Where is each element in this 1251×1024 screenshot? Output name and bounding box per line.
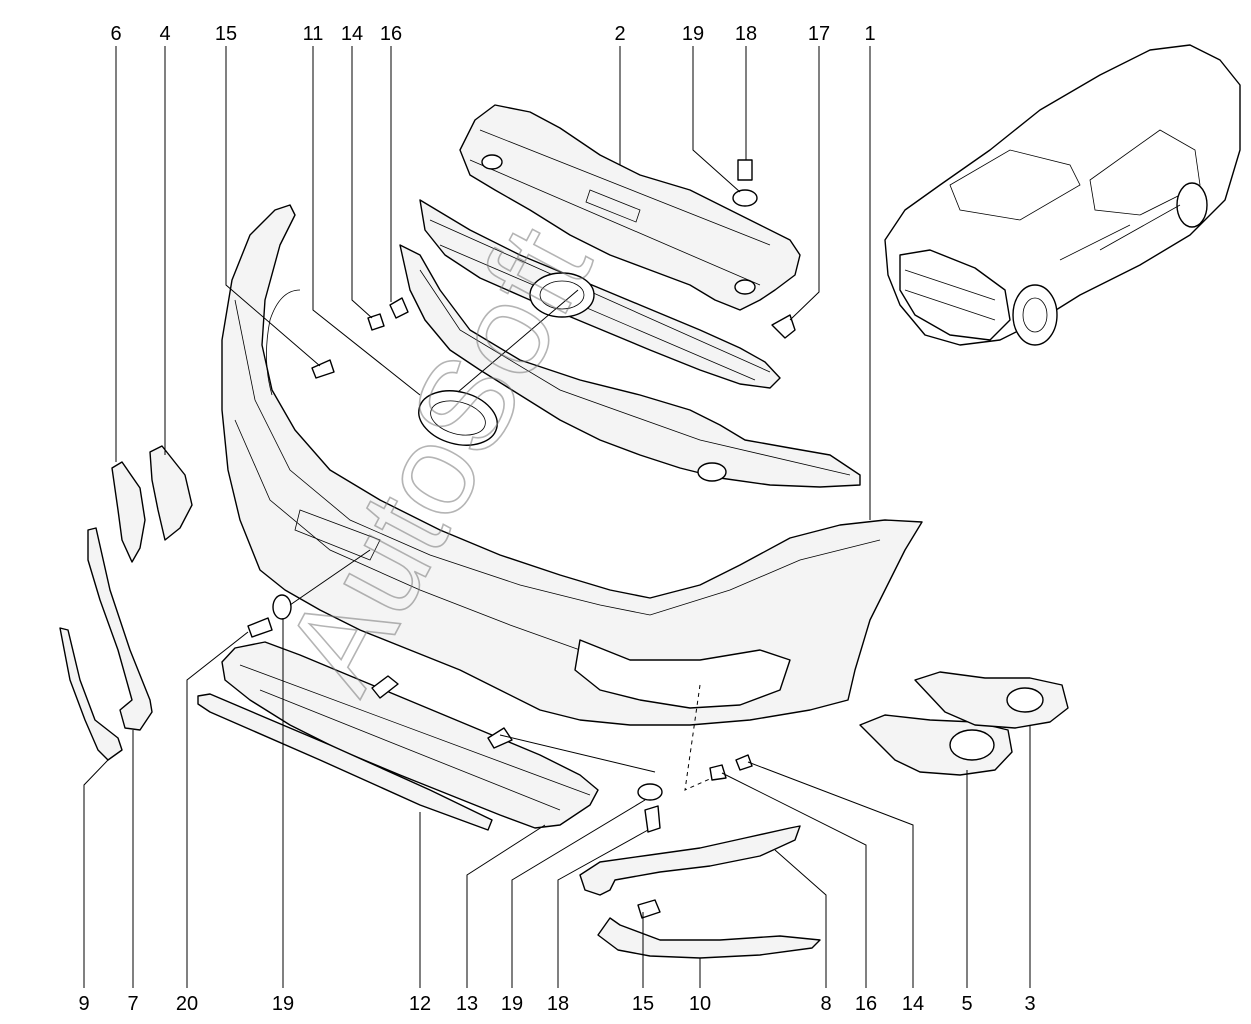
callout-18b: 18	[547, 993, 569, 1015]
callout-9: 9	[78, 993, 89, 1015]
callout-1: 1	[864, 23, 875, 45]
part-bracket-left	[111, 461, 146, 563]
callout-10: 10	[689, 993, 711, 1015]
callout-12: 12	[409, 993, 431, 1015]
part-bumper	[221, 204, 923, 726]
part-lower-trim-10	[597, 917, 821, 959]
part-grille-frame	[419, 199, 781, 389]
callout-17: 17	[808, 23, 830, 45]
part-emblem	[418, 390, 498, 446]
assembly-line-1	[684, 684, 713, 791]
part-trim-bracket	[59, 627, 123, 761]
callout-8: 8	[820, 993, 831, 1015]
callout-6: 6	[110, 23, 121, 45]
part-fog-bezel-left	[859, 714, 1013, 776]
callout-4: 4	[159, 23, 170, 45]
callout-15b: 15	[632, 993, 654, 1015]
callout-19c: 19	[501, 993, 523, 1015]
callout-19b: 19	[272, 993, 294, 1015]
callout-14: 14	[341, 23, 363, 45]
fasteners	[247, 159, 796, 919]
callout-11: 11	[303, 23, 324, 45]
part-lower-grille	[399, 244, 861, 488]
callout-19: 19	[682, 23, 704, 45]
part-bottom-strip	[197, 693, 493, 831]
part-upper-cover	[459, 104, 801, 311]
callout-20: 20	[176, 993, 198, 1015]
part-lower-spoiler	[221, 641, 599, 829]
callout-16: 16	[380, 23, 402, 45]
callout-5: 5	[961, 993, 972, 1015]
callouts-top: 6 4 15 11 14 16 2 19 18 17 1	[110, 23, 875, 45]
callout-15: 15	[215, 23, 237, 45]
callouts-bottom: 9 7 20 19 12 13 19 18 15 10 8 16 14 5 3	[78, 993, 1035, 1015]
leader-lines	[83, 46, 1031, 988]
callout-16b: 16	[855, 993, 877, 1015]
part-fog-bezel-right	[914, 671, 1069, 729]
callout-2: 2	[614, 23, 625, 45]
callout-13: 13	[456, 993, 478, 1015]
callout-14b: 14	[902, 993, 924, 1015]
part-side-trim	[87, 527, 153, 731]
callout-18: 18	[735, 23, 757, 45]
callout-7: 7	[127, 993, 138, 1015]
part-bracket-right	[149, 445, 193, 541]
part-lower-trim-8	[579, 825, 801, 896]
car-illustration	[884, 44, 1241, 346]
callout-3: 3	[1024, 993, 1035, 1015]
